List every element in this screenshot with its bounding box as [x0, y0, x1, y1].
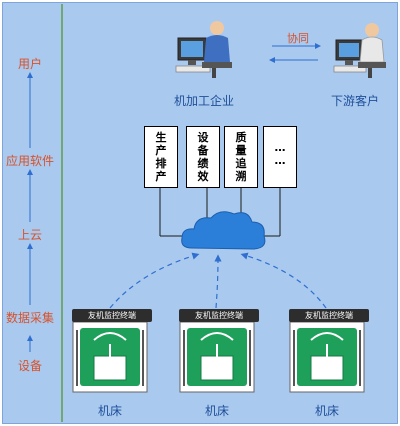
layer-label-user: 用户: [17, 57, 42, 71]
machine-label-1: 机床: [97, 404, 122, 418]
cloud-icon: [181, 211, 266, 250]
terminal-label-3: 友机监控终端: [289, 309, 369, 322]
layer-label-app: 应用软件: [5, 154, 54, 168]
terminal-label-1: 友机监控终端: [72, 309, 152, 322]
collaboration-label: 协同: [287, 32, 309, 45]
customer-label: 下游客户: [330, 94, 379, 108]
upload-arrows: [109, 252, 327, 309]
customer-workstation-icon: [333, 23, 386, 78]
layer-label-data: 数据采集: [5, 311, 54, 325]
terminal-label-2: 友机监控终端: [179, 309, 259, 322]
machine-label-3: 机床: [314, 404, 339, 418]
machine-tool-icon-1: [72, 321, 148, 393]
app-box-quality-traceability: 质量追溯: [224, 126, 258, 188]
layer-label-device: 设备: [17, 359, 42, 373]
machine-tool-icon-2: [179, 321, 255, 393]
app-box-equipment-performance: 设备绩效: [186, 126, 220, 188]
machine-label-2: 机床: [204, 404, 229, 418]
app-box-more: ……: [263, 126, 297, 188]
enterprise-workstation-icon: [175, 21, 232, 78]
layer-label-cloud: 上云: [17, 228, 42, 242]
machine-tool-icon-3: [289, 321, 365, 393]
app-box-production-scheduling: 生产排产: [144, 126, 178, 188]
enterprise-label: 机加工企业: [173, 94, 234, 108]
